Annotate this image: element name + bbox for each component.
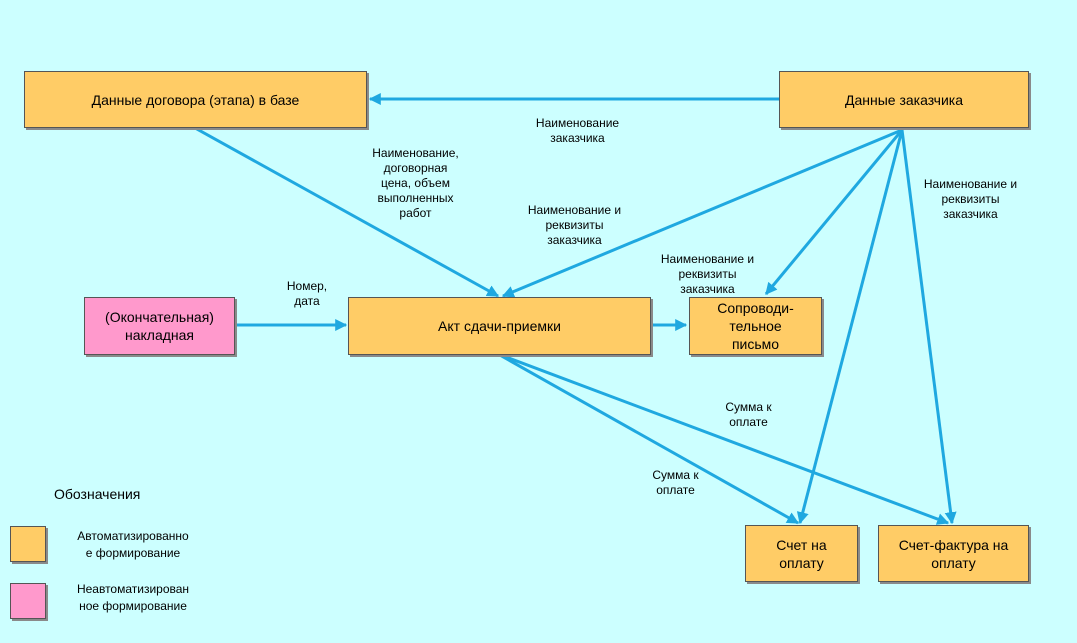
- legend-manual-label: Неавтоматизирован ное формирование: [76, 582, 190, 613]
- contract-data-box: Данные договора (этапа) в базе: [24, 71, 367, 128]
- arrow-customer-to-payment: [796, 129, 904, 525]
- label-requisites-right: Наименование и реквизиты заказчика: [923, 177, 1018, 221]
- arrow-customer-to-act: [501, 128, 903, 298]
- legend-auto-swatch: [10, 526, 46, 562]
- label-requisites-act: Наименование и реквизиты заказчика: [527, 203, 622, 247]
- arrow-act-to-payment: [497, 352, 800, 525]
- customer-data-box: Данные заказчика: [779, 71, 1029, 128]
- final-invoice-box: (Окончательная) накладная: [84, 297, 235, 355]
- label-contract-fields: Наименование, договорная цена, объем вып…: [372, 146, 459, 220]
- acceptance-act-box: Акт сдачи-приемки: [348, 297, 651, 355]
- label-customer-name: Наименование заказчика: [535, 116, 620, 145]
- cover-letter-box: Сопроводи- тельное письмо: [689, 297, 822, 355]
- label-number-date: Номер, дата: [286, 279, 328, 308]
- arrow-act-to-tax-invoice: [497, 352, 950, 525]
- legend-title: Обозначения: [54, 486, 141, 502]
- legend-manual-swatch: [10, 583, 46, 619]
- payment-invoice-box: Счет на оплату: [745, 525, 858, 582]
- arrow-customer-to-letter: [764, 129, 904, 295]
- label-requisites-letter: Наименование и реквизиты заказчика: [660, 252, 755, 296]
- label-sum-lower: Сумма к оплате: [652, 468, 699, 497]
- legend-auto-label: Автоматизированно е формирование: [77, 529, 189, 560]
- arrow-customer-to-tax-invoice: [900, 129, 957, 525]
- tax-invoice-box: Счет-фактура на оплату: [878, 525, 1029, 582]
- arrow-contract-to-act: [194, 126, 500, 298]
- label-sum-upper: Сумма к оплате: [725, 400, 772, 429]
